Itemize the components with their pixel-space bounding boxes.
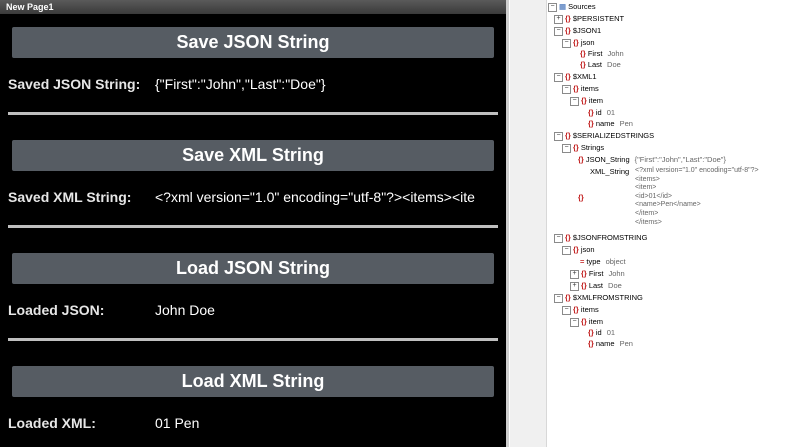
collapse-icon[interactable]: − (554, 233, 563, 243)
load-xml-button[interactable]: Load XML String (12, 366, 494, 397)
object-icon: {} (581, 269, 587, 278)
property-icon: {} (580, 60, 586, 69)
window-title: New Page1 (0, 0, 506, 14)
object-icon: {} (565, 26, 571, 35)
loaded-json-value: John Doe (155, 302, 215, 318)
collapse-icon[interactable]: − (554, 131, 563, 141)
save-xml-button[interactable]: Save XML String (12, 140, 494, 171)
saved-json-value: {"First":"John","Last":"Doe"} (155, 76, 326, 92)
tree-node-item2[interactable]: −{}item (570, 316, 603, 327)
separator (8, 225, 498, 228)
sources-tree: −▦Sources +{}$PERSISTENT −{}$JSON1 −{}js… (548, 0, 796, 447)
pane-splitter[interactable] (506, 0, 508, 447)
load-json-button[interactable]: Load JSON String (12, 253, 494, 284)
object-icon: {} (573, 84, 579, 93)
expand-icon[interactable]: + (570, 269, 579, 279)
property-icon: {} (580, 49, 586, 58)
equals-icon: = (580, 257, 585, 266)
collapse-icon[interactable]: − (562, 143, 571, 153)
tree-node-json[interactable]: −{}json (562, 37, 595, 48)
tree-node-serialized[interactable]: −{}$SERIALIZEDSTRINGS (554, 130, 654, 141)
collapse-icon[interactable]: − (562, 305, 571, 315)
tree-node-item[interactable]: −{}item (570, 95, 603, 106)
saved-xml-value: <?xml version="1.0" encoding="utf-8"?><i… (155, 189, 475, 205)
property-icon: {} (578, 193, 584, 202)
save-json-button[interactable]: Save JSON String (12, 27, 494, 58)
collapse-icon[interactable]: − (562, 245, 571, 255)
tree-node-sources[interactable]: −▦Sources (548, 1, 596, 12)
collapse-icon[interactable]: − (562, 38, 571, 48)
object-icon: {} (565, 14, 571, 23)
xml-string-value: <?xml version="1.0" encoding="utf-8"?> <… (635, 167, 759, 226)
tree-node-items2[interactable]: −{}items (562, 304, 599, 315)
tree-node-xml-string[interactable]: XML_String (590, 167, 630, 176)
tree-node-json1[interactable]: −{}$JSON1 (554, 25, 601, 36)
property-icon: {} (588, 328, 594, 337)
object-icon: {} (573, 38, 579, 47)
object-icon: {} (581, 281, 587, 290)
separator (8, 112, 498, 115)
tree-node-strings[interactable]: −{}Strings (562, 142, 604, 153)
object-icon: {} (581, 317, 587, 326)
loaded-json-label: Loaded JSON: (8, 302, 105, 318)
tree-node-xml1[interactable]: −{}$XML1 (554, 71, 597, 82)
loaded-xml-value: 01 Pen (155, 415, 200, 431)
loaded-xml-label: Loaded XML: (8, 415, 96, 431)
collapse-icon[interactable]: − (554, 293, 563, 303)
saved-xml-label: Saved XML String: (8, 189, 132, 205)
object-icon: {} (573, 143, 579, 152)
tree-node-xmlfromstring[interactable]: −{}$XMLFROMSTRING (554, 292, 643, 303)
object-icon: {} (573, 245, 579, 254)
object-icon: {} (565, 233, 571, 242)
object-icon: {} (565, 72, 571, 81)
tree-node-items[interactable]: −{}items (562, 83, 599, 94)
collapse-icon[interactable]: − (562, 84, 571, 94)
object-icon: {} (565, 131, 571, 140)
object-icon: {} (565, 293, 571, 302)
expand-icon[interactable]: + (570, 281, 579, 291)
property-icon: {} (588, 339, 594, 348)
tree-node-persistent[interactable]: +{}$PERSISTENT (554, 13, 624, 24)
collapse-icon[interactable]: − (554, 26, 563, 36)
property-icon: {} (588, 108, 594, 117)
database-icon: ▦ (559, 2, 567, 11)
property-icon: {} (578, 155, 584, 164)
collapse-icon[interactable]: − (570, 96, 579, 106)
collapse-icon[interactable]: − (554, 72, 563, 82)
collapse-icon[interactable]: − (548, 2, 557, 12)
object-icon: {} (573, 305, 579, 314)
tree-node-json2[interactable]: −{}json (562, 244, 595, 255)
tree-node-json-string[interactable]: {}JSON_String{"First":"John","Last":"Doe… (578, 155, 726, 164)
tree-node-jsonfromstring[interactable]: −{}$JSONFROMSTRING (554, 232, 647, 243)
separator (8, 338, 498, 341)
expand-icon[interactable]: + (554, 14, 563, 24)
object-icon: {} (581, 96, 587, 105)
collapse-icon[interactable]: − (570, 317, 579, 327)
preview-pane: New Page1 Save JSON String Saved JSON St… (0, 0, 506, 447)
saved-json-label: Saved JSON String: (8, 76, 141, 92)
panel-gutter (510, 0, 547, 447)
property-icon: {} (588, 119, 594, 128)
tree-node-empty[interactable]: {} (578, 192, 586, 203)
